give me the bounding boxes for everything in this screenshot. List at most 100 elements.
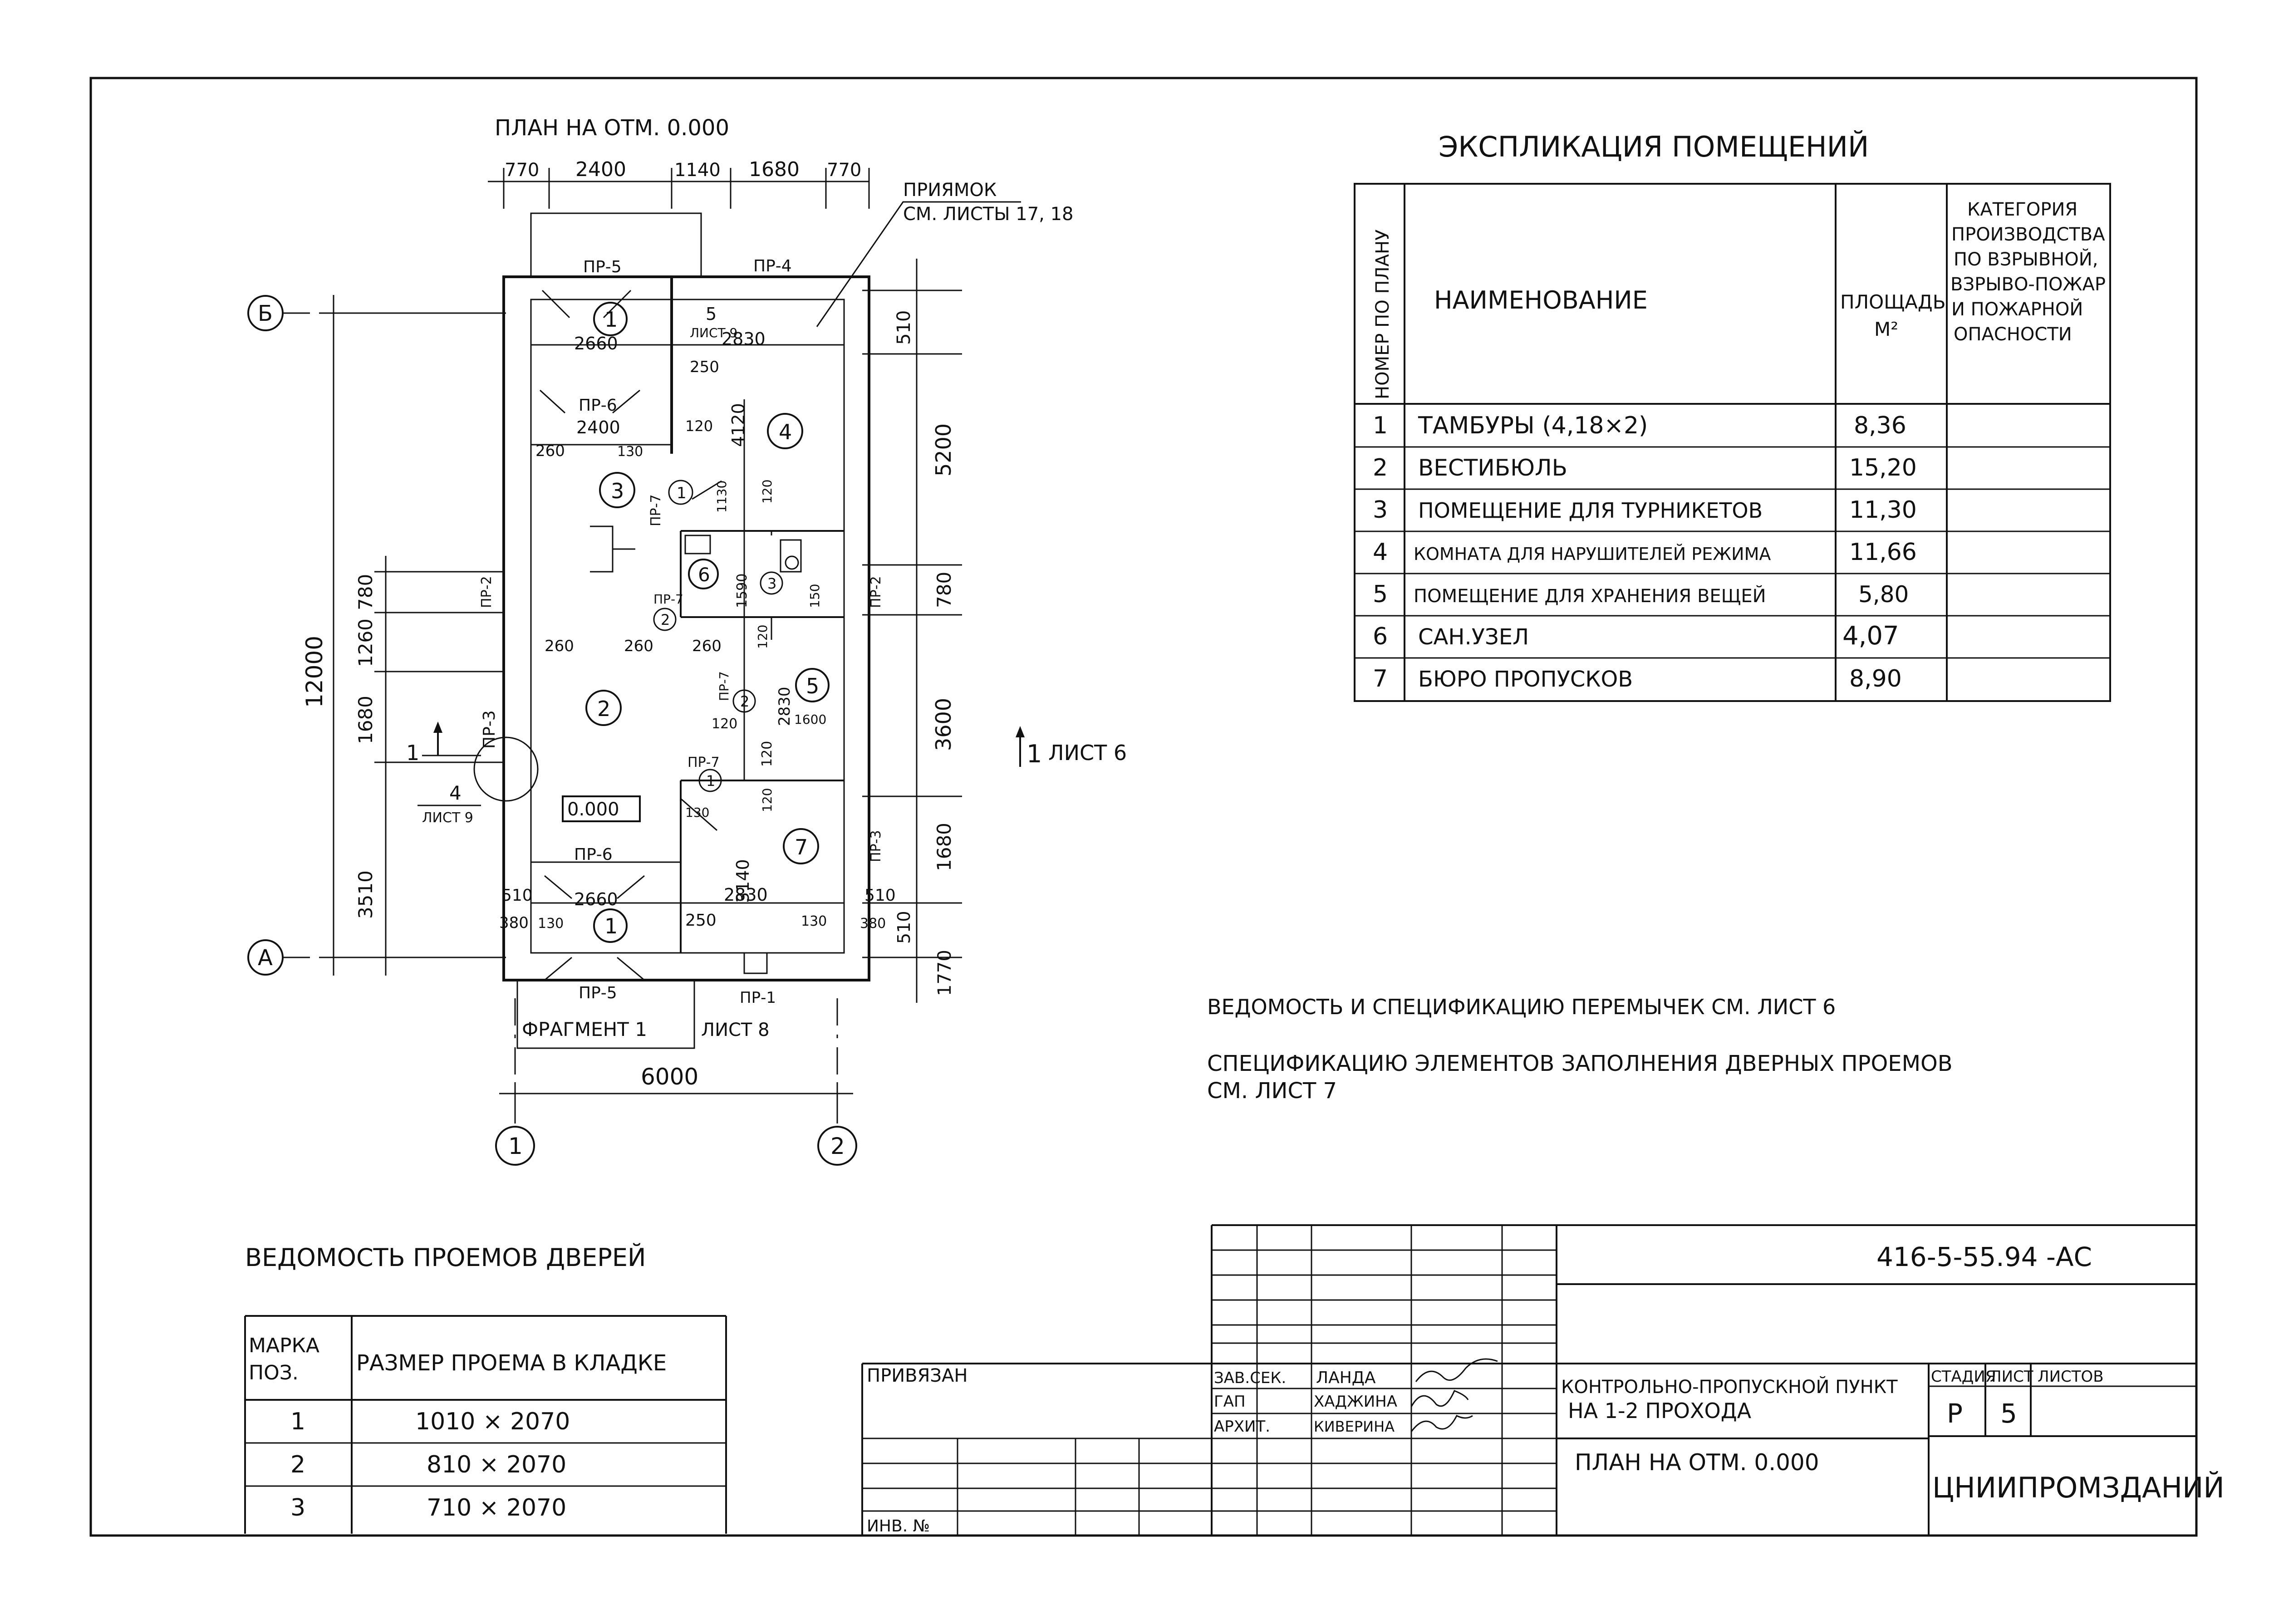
col-header-name: НАИМЕНОВАНИЕ [1434,286,1648,314]
room-num: 3 [1373,496,1388,524]
right-dim: 5200 [931,423,956,476]
inner-dim: 120 [760,480,775,504]
explication-title: ЭКСПЛИКАЦИЯ ПОМЕЩЕНИЙ [1439,130,1869,163]
door-row: 1 1010 × 2070 [290,1408,570,1435]
inner-dim: 130 [538,916,564,932]
axis-1-marker [495,1126,535,1166]
explication-row: 5 ПОМЕЩЕНИЕ ДЛЯ ХРАНЕНИЯ ВЕЩЕЙ 5,80 [1373,581,1909,608]
level-mark-box [562,795,641,822]
lintel-label: ПР-2 [868,576,884,608]
lintel-label: ПР-3 [868,830,884,862]
door-size: 810 × 2070 [427,1451,566,1478]
signer-name: ХАДЖИНА [1314,1393,1397,1411]
room-num: 7 [1373,665,1388,692]
inventory-label: ИНВ. № [867,1517,930,1536]
lintel-label: ПР-6 [574,845,613,864]
door-mark: 2 [290,1451,305,1478]
signer-name: КИВЕРИНА [1314,1418,1395,1435]
left-dim: 780 [354,574,377,610]
inner-dim: 120 [755,625,770,649]
room-num: 6 [1373,623,1388,650]
room-number: 2 [597,697,610,721]
inner-dim: 2830 [724,885,768,905]
door-schedule: ВЕДОМОСТЬ ПРОЕМОВ ДВЕРЕЙ МАРКА ПОЗ. РАЗМ… [244,1243,727,1534]
room-number: 1 [604,914,618,938]
sheet-frame [89,77,2198,1537]
door-number: 2 [740,693,749,710]
inner-dim: 1130 [714,481,729,513]
node-sheet: ЛИСТ 9 [422,810,473,826]
top-dim: 770 [505,160,539,181]
inner-dim: 250 [690,358,719,376]
section-mark: 1 [406,741,419,765]
axis-2-marker [817,1126,857,1166]
stage-value: Р [1947,1398,1963,1429]
room-name: ВЕСТИБЮЛЬ [1418,455,1567,481]
inner-dim: 150 [807,584,822,608]
note-doors-ref: СМ. ЛИСТ 7 [1207,1078,1337,1104]
explication-row: 2 ВЕСТИБЮЛЬ 15,20 [1373,454,1917,481]
explication-table: ЭКСПЛИКАЦИЯ ПОМЕЩЕНИЙ НОМЕР ПО ПЛАНУ НАИ… [1354,130,2111,702]
inner-dim: 130 [685,805,709,820]
inner-dim: 510 [864,886,896,905]
lintel-label: ПР-2 [479,576,495,608]
right-dim: 510 [894,911,914,944]
col-header-category: ПРОИЗВОДСТВА [1951,224,2105,245]
pit-note-ref: СМ. ЛИСТЫ 17, 18 [903,204,1073,225]
note-doors: СПЕЦИФИКАЦИЮ ЭЛЕМЕНТОВ ЗАПОЛНЕНИЯ ДВЕРНЫ… [1207,1051,1953,1076]
col-header-category: ПО ВЗРЫВНОЙ, [1954,248,2098,270]
notes: ВЕДОМОСТЬ И СПЕЦИФИКАЦИЮ ПЕРЕМЫЧЕК СМ. Л… [1207,995,1953,1104]
col-header-category: ВЗРЫВО-ПОЖАР [1950,274,2106,295]
room-number: 1 [604,307,618,332]
col-header-category: ОПАСНОСТИ [1954,324,2072,345]
room-num: 1 [1373,412,1388,439]
room-number: 5 [806,674,819,698]
room-area: 8,36 [1854,412,1906,439]
door-number: 2 [661,611,670,628]
col-header-area-unit: М² [1874,318,1898,340]
role-label: ГАП [1214,1393,1246,1411]
inner-dim: 4120 [728,403,748,447]
node-number: 5 [706,304,717,324]
col-header-category: И ПОЖАРНОЙ [1951,298,2083,320]
room-name: САН.УЗЕЛ [1418,624,1529,650]
inner-dim: 260 [692,637,722,655]
door-markers: 1 2 3 2 1 [653,480,783,792]
door-size: 1010 × 2070 [415,1408,570,1435]
pit-note: ПРИЯМОК [903,180,997,201]
top-dim: 1140 [674,160,721,181]
right-dim: 1770 [934,950,955,996]
stage-label: СТАДИЯ [1931,1368,1996,1386]
room-number: 4 [779,420,792,444]
inner-dim: 1600 [794,712,826,727]
inner-dim: 510 [501,886,533,905]
right-dim: 510 [894,310,914,345]
inner-dim: 2660 [574,334,618,353]
section-label: 1 [1026,740,1042,768]
note-lintels: ВЕДОМОСТЬ И СПЕЦИФИКАЦИЮ ПЕРЕМЫЧЕК СМ. Л… [1207,995,1836,1019]
floor-plan: ПЛАН НА ОТМ. 0.000 770 2400 1140 1680 77… [247,115,1127,1166]
inner-dim: 120 [759,741,775,767]
inner-dim: 380 [860,916,886,932]
inner-dim: 120 [712,716,737,732]
bound-label: ПРИВЯЗАН [867,1365,968,1386]
door-mark: 3 [290,1494,305,1521]
door-mark: 1 [290,1408,305,1435]
inner-dim: 130 [801,913,827,929]
left-dim: 1680 [354,696,377,744]
room-name: КОМНАТА ДЛЯ НАРУШИТЕЛЕЙ РЕЖИМА [1414,544,1771,564]
inner-dim: 3140 [733,859,753,903]
explication-row: 7 БЮРО ПРОПУСКОВ 8,90 [1373,665,1902,692]
room-name: ПОМЕЩЕНИЕ ДЛЯ ХРАНЕНИЯ ВЕЩЕЙ [1414,585,1766,607]
col-header-size: РАЗМЕР ПРОЕМА В КЛАДКЕ [356,1350,667,1376]
project-title: КОНТРОЛЬНО-ПРОПУСКНОЙ ПУНКТ [1561,1376,1898,1398]
door-number: 3 [767,575,776,592]
inner-dim: 2400 [576,417,620,437]
inner-dim: 260 [535,442,565,460]
inner-dim: 250 [685,911,717,930]
inner-dim: 120 [685,417,713,435]
fragment-sheet: ЛИСТ 8 [701,1020,770,1040]
room-number: 3 [611,479,624,503]
signer-name: ЛАНДА [1316,1369,1376,1387]
